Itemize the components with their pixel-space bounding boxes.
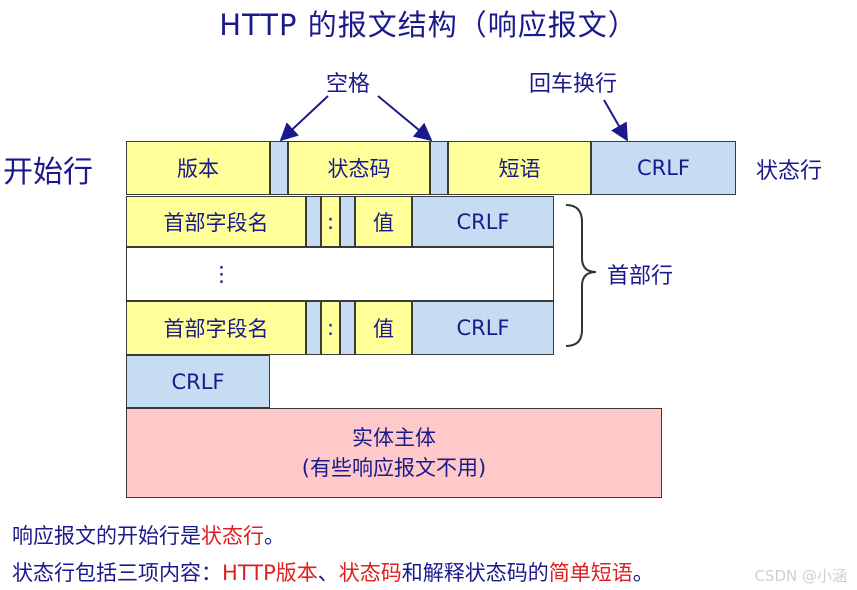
watermark: CSDN @小涵 — [754, 567, 847, 585]
header-value-2: 值 — [355, 301, 412, 355]
entity-body-note: (有些响应报文不用) — [301, 456, 487, 480]
header-gap-1a — [306, 196, 321, 247]
start-line-label: 开始行 — [3, 155, 93, 190]
space-label: 空格 — [326, 72, 371, 97]
header-crlf-2: CRLF — [412, 301, 554, 355]
header-field-name-1: 首部字段名 — [126, 196, 306, 247]
status-code-field: 状态码 — [288, 141, 430, 195]
space-arrow-right — [377, 95, 433, 142]
header-lines-label: 首部行 — [607, 264, 674, 289]
ellipsis: ⋮ — [211, 262, 232, 286]
space-gap-1 — [270, 141, 288, 195]
status-crlf-field: CRLF — [591, 141, 736, 195]
page-title: HTTP 的报文结构（响应报文） — [219, 8, 638, 42]
header-value-1: 值 — [355, 196, 412, 247]
header-gap-1b — [340, 196, 355, 247]
header-crlf-1: CRLF — [412, 196, 554, 247]
phrase-field: 短语 — [448, 141, 591, 195]
header-colon-1: : — [321, 196, 340, 247]
space-gap-2 — [430, 141, 448, 195]
note-line-1: 响应报文的开始行是状态行。 — [12, 524, 285, 548]
crlf-arrow — [603, 99, 628, 142]
header-gap-2b — [340, 301, 355, 355]
entity-body-title: 实体主体 — [352, 426, 436, 450]
header-ellipsis-row: ⋮ — [126, 247, 554, 301]
version-field: 版本 — [126, 141, 270, 195]
blank-line-crlf: CRLF — [126, 355, 270, 408]
header-field-name-2: 首部字段名 — [126, 301, 306, 355]
crlf-top-label: 回车换行 — [529, 72, 618, 97]
header-colon-2: : — [321, 301, 340, 355]
entity-body: 实体主体 (有些响应报文不用) — [126, 408, 662, 498]
header-gap-2a — [306, 301, 321, 355]
header-brace — [565, 204, 597, 347]
space-arrow-left — [279, 95, 329, 142]
status-line-label: 状态行 — [756, 159, 823, 184]
note-line-2: 状态行包括三项内容：HTTP版本、状态码和解释状态码的简单短语。 — [12, 561, 654, 585]
